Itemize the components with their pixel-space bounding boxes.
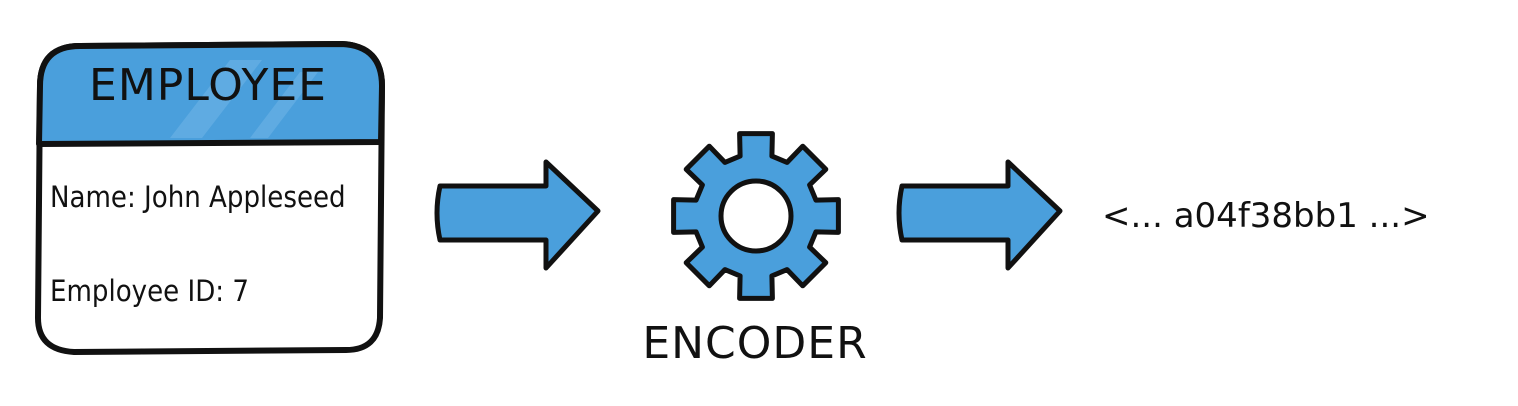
employee-card-title: EMPLOYEE (89, 60, 327, 111)
encoded-output: <... a04f38bb1 ...> (1102, 196, 1430, 236)
gear-hole (718, 178, 794, 254)
employee-id-line: Employee ID: 7 (50, 274, 249, 308)
employee-card (35, 41, 385, 355)
encoder-label: ENCODER (642, 318, 868, 369)
arrow-right-icon (434, 159, 601, 271)
employee-card-header (36, 41, 385, 147)
gear-icon (671, 131, 841, 301)
arrow-right-icon (896, 159, 1063, 271)
employee-name-line: Name: John Appleseed (50, 180, 346, 214)
employee-card-header-sheen (170, 60, 318, 138)
